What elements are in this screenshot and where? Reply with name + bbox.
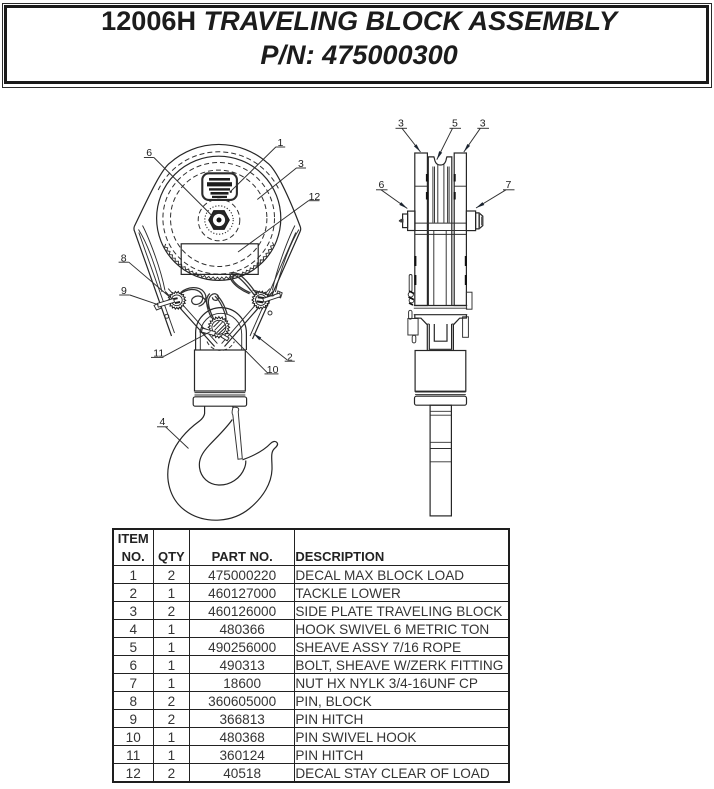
svg-text:12: 12	[309, 191, 321, 203]
svg-text:6: 6	[146, 147, 152, 159]
svg-text:6: 6	[379, 179, 385, 191]
svg-text:3: 3	[298, 158, 304, 170]
svg-text:7: 7	[506, 179, 512, 191]
svg-text:8: 8	[121, 253, 127, 265]
svg-text:9: 9	[121, 285, 127, 297]
svg-text:1: 1	[278, 137, 284, 149]
svg-text:11: 11	[153, 348, 164, 360]
svg-text:2: 2	[287, 351, 293, 363]
svg-text:3: 3	[480, 118, 486, 130]
svg-text:5: 5	[452, 118, 458, 130]
svg-text:10: 10	[267, 364, 279, 376]
svg-text:3: 3	[398, 118, 404, 130]
svg-text:4: 4	[160, 416, 166, 428]
